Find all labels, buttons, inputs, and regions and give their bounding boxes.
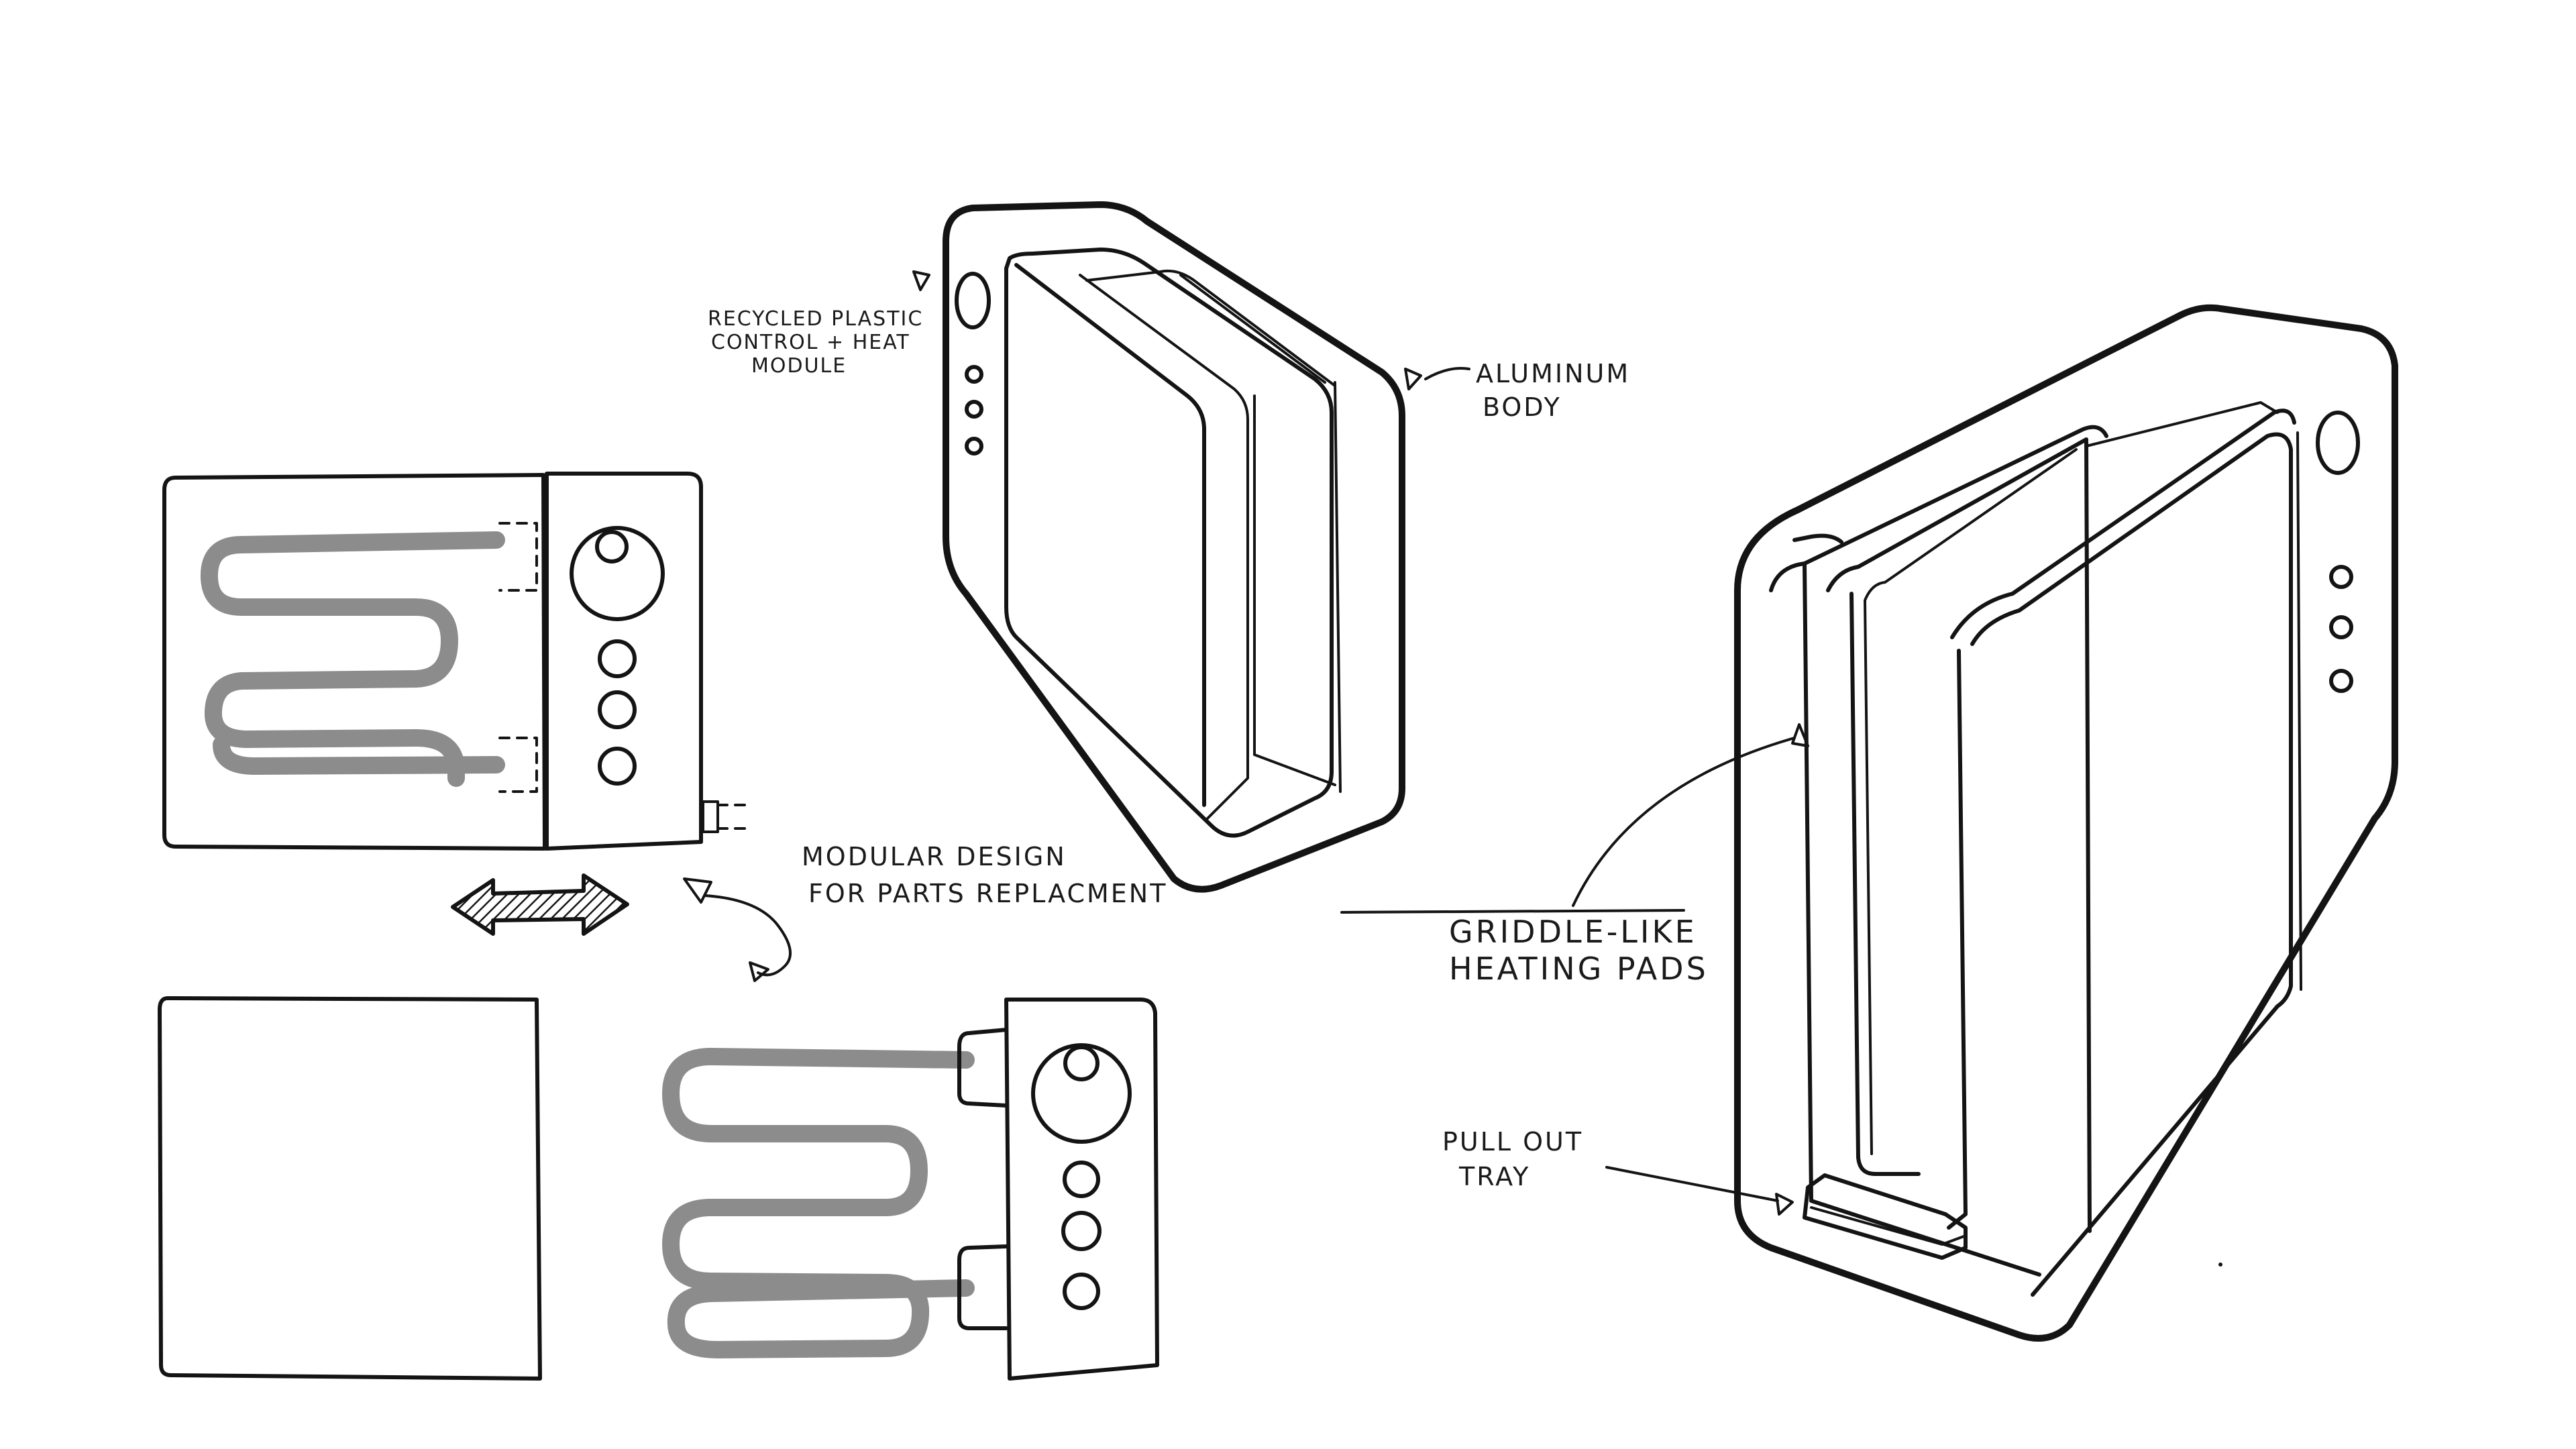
- toaster-perspective-view: [1734, 304, 2398, 1342]
- side-dial: [955, 272, 991, 329]
- pointer-icon: [1404, 368, 1422, 390]
- pullout-note-line2: TRAY: [1458, 1162, 1530, 1191]
- pointer-icon: [1791, 723, 1809, 747]
- modular-note-line1: MODULAR DESIGN: [802, 842, 1067, 871]
- plate-cover-outline: [158, 996, 542, 1381]
- aluminum-note-line1: ALUMINUM: [1476, 359, 1630, 388]
- connector-dashed-top: [498, 522, 538, 592]
- toaster2-top-edge: [1792, 533, 1843, 544]
- toaster2-slot-front-wall: [1803, 561, 2041, 1277]
- griddle-note-line2: HEATING PADS: [1449, 951, 1709, 987]
- bread-slot-left: [1014, 263, 1206, 807]
- griddle-leader: [1572, 737, 1796, 907]
- detached-control-module: [1004, 998, 1159, 1381]
- slot-inner-floor: [1253, 394, 1336, 786]
- tray-leader: [1605, 1166, 1779, 1202]
- exploded-module-diagram: [158, 996, 1159, 1381]
- recycled-note-line3: MODULE: [751, 354, 847, 378]
- arrow-head-top: [683, 877, 712, 904]
- dial-knob: [1063, 1045, 1099, 1081]
- side-button: [965, 437, 983, 455]
- heating-coil-end: [213, 736, 505, 775]
- pointer-icon: [1775, 1193, 1794, 1216]
- toaster2-button: [2329, 565, 2353, 589]
- bread-slot-inner: [1079, 274, 1249, 820]
- arrow-head-bottom: [749, 961, 769, 982]
- pullout-note-line1: PULL OUT: [1442, 1127, 1583, 1157]
- recycled-note-line1: RECYCLED PLASTIC: [708, 307, 923, 331]
- side-button: [965, 400, 983, 419]
- recycled-plastic-callout: RECYCLED PLASTIC CONTROL + HEAT MODULE: [708, 307, 923, 378]
- double-arrow-icon: [451, 873, 629, 936]
- assembled-module-diagram: [162, 472, 746, 851]
- toaster2-body-curve: [2296, 431, 2302, 991]
- control-button: [1063, 1273, 1100, 1310]
- coil-connector-top: [957, 1028, 1008, 1108]
- griddle-underline: [1340, 909, 1685, 914]
- toaster2-slot-right: [1950, 409, 2296, 639]
- control-button: [598, 639, 637, 678]
- dial-knob: [595, 530, 629, 564]
- toaster2-slot-floor: [2085, 401, 2279, 447]
- griddle-callout: GRIDDLE-LIKE HEATING PADS: [1340, 737, 1796, 987]
- toaster2-button: [2329, 669, 2353, 693]
- pull-out-tray: [1803, 1173, 1968, 1260]
- control-module-outline: [545, 472, 703, 851]
- aluminum-body-callout: ALUMINUM BODY: [1424, 359, 1630, 422]
- toaster2-heating-pad: [1849, 592, 1921, 1176]
- connector-dashed-bottom: [498, 737, 538, 793]
- toaster2-right-panel-face: [1970, 432, 2293, 1297]
- modular-note-line2: FOR PARTS REPLACMENT: [808, 879, 1167, 908]
- temperature-dial: [1031, 1043, 1132, 1144]
- body-side-line: [1334, 381, 1342, 793]
- heating-plate-outline: [162, 473, 547, 851]
- pointer-icon: [912, 270, 930, 291]
- heating-coil: [200, 531, 505, 787]
- curved-arrow: [703, 894, 792, 977]
- toaster2-button: [2329, 615, 2353, 639]
- toaster2-body-outline: [1734, 304, 2398, 1342]
- pull-out-callout: PULL OUT TRAY: [1442, 1127, 1779, 1202]
- toaster-front-face: [1004, 248, 1334, 838]
- control-button: [1061, 1211, 1102, 1251]
- bread-slot-opening: [1085, 269, 1336, 387]
- toaster2-pad-inner: [1864, 448, 2078, 1155]
- control-button: [1063, 1161, 1100, 1198]
- slot-top-edge: [1179, 274, 1326, 384]
- plug-dashes: [716, 804, 746, 830]
- leader-line: [1424, 367, 1470, 380]
- aluminum-note-line2: BODY: [1483, 392, 1562, 422]
- control-button: [598, 747, 637, 786]
- power-plug: [702, 800, 719, 833]
- griddle-note-line1: GRIDDLE-LIKE: [1449, 914, 1697, 950]
- control-button: [598, 690, 637, 729]
- recycled-note-line2: CONTROL + HEAT: [711, 331, 910, 354]
- modular-design-callout: MODULAR DESIGN FOR PARTS REPLACMENT: [683, 842, 1167, 982]
- toaster-front-view: [912, 201, 1422, 893]
- stray-ink-dot: [2218, 1263, 2222, 1267]
- coil-connector-bottom: [957, 1244, 1008, 1330]
- tray-lip: [1810, 1206, 1967, 1246]
- toaster-body-outline: [943, 201, 1405, 893]
- side-button: [965, 365, 983, 384]
- toaster2-right-panel: [1947, 649, 1968, 1230]
- toaster2-dial: [2316, 411, 2360, 475]
- toaster2-slot-inner-left: [1826, 437, 2092, 1233]
- detached-heating-coil: [662, 1048, 975, 1358]
- temperature-dial: [570, 526, 665, 621]
